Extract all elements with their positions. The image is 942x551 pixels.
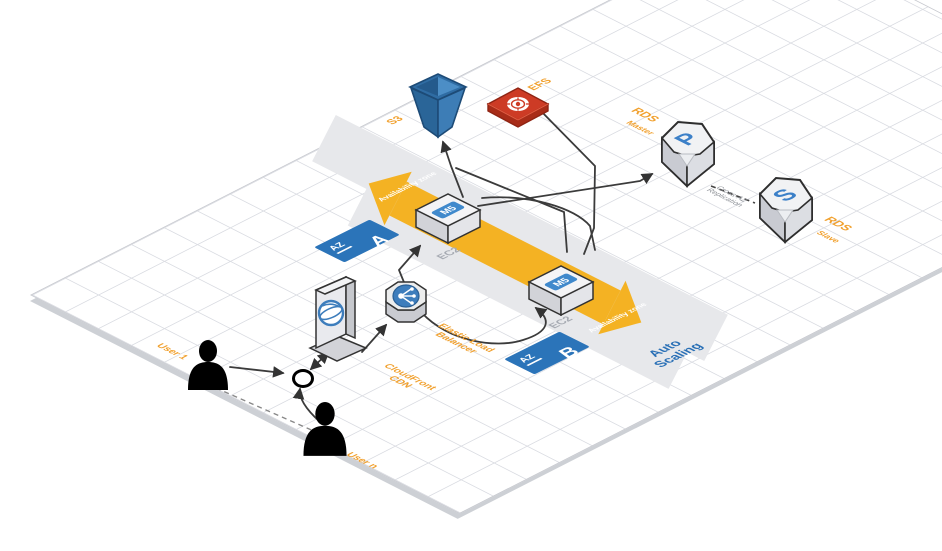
elb-node-glyph — [392, 284, 420, 308]
ec2-m5-instance-b-icon[interactable]: M5 — [527, 258, 595, 316]
line-m5b-to-s3 — [455, 167, 568, 253]
elastic-load-balancer-icon[interactable] — [378, 274, 434, 330]
arrow-m5a-to-rds — [477, 173, 654, 207]
arrow-m5b-to-efs — [533, 103, 596, 255]
network-junction-ring-icon[interactable] — [292, 369, 314, 388]
cloudfront-icon[interactable] — [304, 268, 370, 368]
m5-a-label: M5 — [438, 205, 461, 216]
rds-primary-icon[interactable]: P — [652, 112, 722, 190]
efs-icon[interactable] — [486, 84, 550, 134]
rds-secondary-icon[interactable]: S — [750, 168, 820, 246]
efs-emblem-glyph — [507, 97, 529, 111]
ec2-m5-instance-a-icon[interactable]: M5 — [414, 186, 482, 244]
line-m5a-to-m5b — [481, 196, 596, 251]
arrow-elb-to-m5-b — [421, 306, 548, 345]
user-n-icon[interactable] — [301, 402, 349, 458]
m5-b-label: M5 — [551, 277, 574, 288]
dashed-line-cross-az-replication — [710, 185, 756, 204]
arrow-m5a-to-s3 — [440, 140, 464, 198]
s3-bucket-icon[interactable] — [408, 72, 468, 142]
user-1-icon[interactable] — [186, 340, 230, 392]
dashed-line-users — [215, 387, 317, 433]
arrow-user1-to-junction — [229, 366, 285, 378]
cloudfront-globe-glyph — [317, 299, 345, 327]
